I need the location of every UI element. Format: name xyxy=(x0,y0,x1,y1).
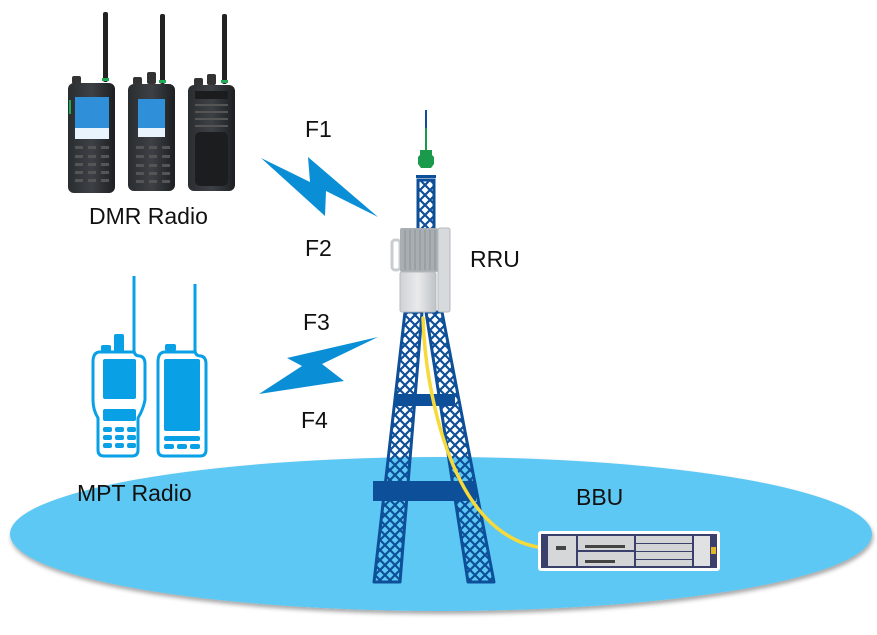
frequency-label-f3: F3 xyxy=(303,309,330,335)
wireless-bolt-icon-f1-f2 xyxy=(261,157,378,217)
frequency-label-f2: F2 xyxy=(305,235,332,261)
antenna-icon xyxy=(418,150,434,168)
mpt-radio-group xyxy=(91,276,208,458)
fiber-cable xyxy=(421,316,547,550)
rru-label: RRU xyxy=(470,246,520,272)
mpt-radio-label: MPT Radio xyxy=(77,480,192,506)
dmr-radio-3 xyxy=(188,14,235,191)
dmr-radio-1 xyxy=(68,12,115,193)
mpt-radio-1 xyxy=(91,276,147,458)
frequency-label-f4: F4 xyxy=(301,407,328,433)
dmr-radio-2 xyxy=(128,14,175,191)
bbu-label: BBU xyxy=(576,484,624,510)
dmr-radio-group xyxy=(68,12,235,193)
coverage-area xyxy=(10,457,872,611)
dmr-radio-label: DMR Radio xyxy=(89,203,208,229)
bbu-unit xyxy=(538,531,720,571)
frequency-label-f1: F1 xyxy=(305,116,332,142)
wireless-bolt-icon-f3-f4 xyxy=(259,337,378,394)
tower xyxy=(372,110,496,584)
mpt-radio-2 xyxy=(156,284,208,458)
rru-unit xyxy=(390,227,451,313)
